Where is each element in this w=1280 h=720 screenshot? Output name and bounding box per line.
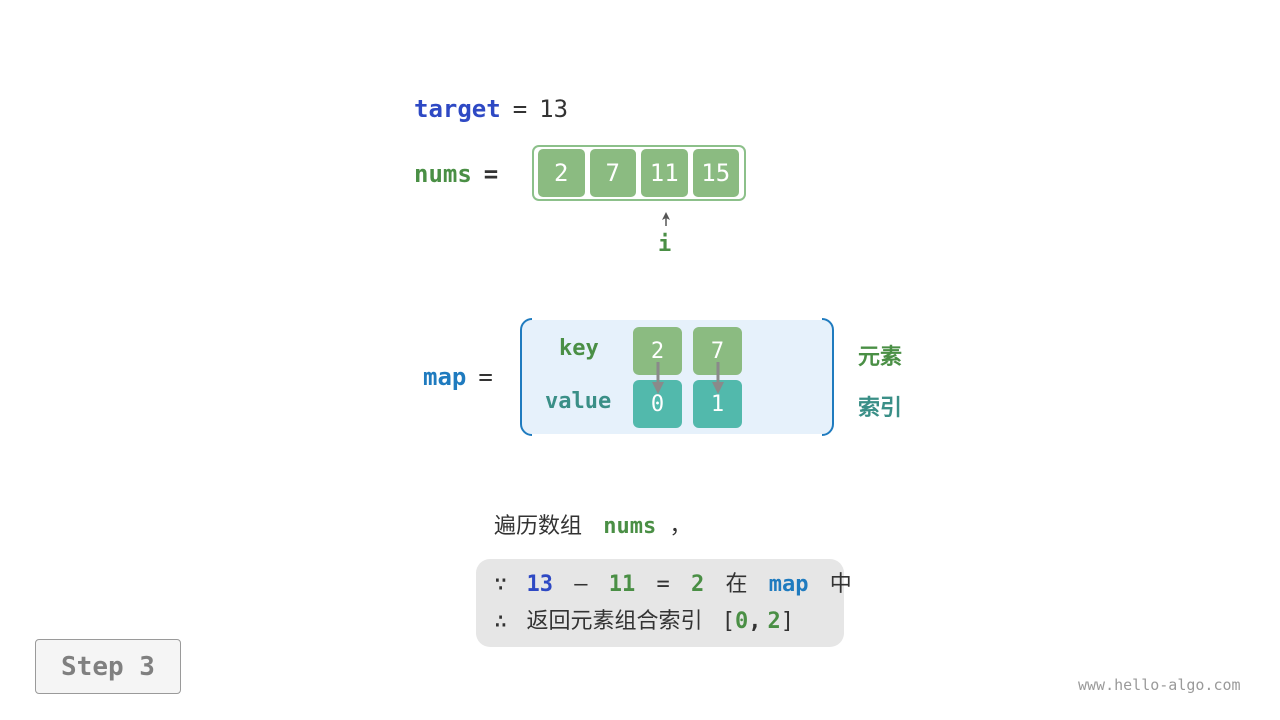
therefore-symbol: ∴ [494,609,508,634]
info-in-text: 在 [725,572,748,597]
map-box-gap-top [532,316,822,320]
equals-symbol: = [656,572,670,597]
array-cell-1: 7 [589,149,636,197]
key-value-arrow-icon [652,362,664,394]
target-name: target [414,95,501,123]
target-expression: target = 13 [414,92,568,126]
info-map-name: map [768,572,809,597]
info-current-value: 11 [608,572,636,597]
pointer-label: i [658,232,672,257]
map-expression: map = [423,362,505,392]
map-equals: = [478,363,493,391]
map-box-gap-bottom [532,434,822,438]
nums-array: 2 7 11 15 [532,145,746,201]
map-name: map [423,363,467,391]
info-line-1: ∵ 13 – 11 = 2 在 map 中 [494,570,852,600]
key-side-label: 元素 [858,345,903,370]
info-return-text: 返回元素组合索引 [526,609,703,634]
array-cell-3: 15 [692,149,739,197]
info-line-2: ∴ 返回元素组合索引 [0,2] [494,607,794,637]
caption-var: nums [603,514,657,539]
caption: 遍历数组 nums ， [494,512,692,542]
array-cell-0: 2 [538,149,585,197]
target-value: 13 [539,95,569,123]
info-index-1: 2 [767,609,781,634]
nums-expression: nums = [414,157,510,191]
step-button[interactable]: Step 3 [35,639,181,694]
because-symbol: ∵ [494,572,508,597]
array-cell-2: 11 [641,149,688,197]
minus-symbol: – [574,572,588,597]
info-mid-text: 中 [829,572,852,597]
open-bracket: [ [721,609,736,634]
info-target-value: 13 [526,572,554,597]
value-side-label: 索引 [858,396,903,421]
result-box [476,559,844,647]
nums-name: nums [414,160,472,188]
comma-symbol: , [748,609,762,634]
close-bracket: ] [780,609,795,634]
info-complement-value: 2 [691,572,705,597]
pointer-arrow-icon [662,212,670,226]
nums-equals: = [483,160,499,188]
value-row-label: value [545,389,612,414]
site-watermark: www.hello-algo.com [1078,676,1241,694]
caption-prefix: 遍历数组 [494,514,583,539]
key-value-arrow-icon [712,362,724,394]
caption-suffix: ， [669,514,692,539]
target-equals: = [512,95,528,123]
map-value-0: 0 [633,380,682,428]
map-box-fill-top [532,320,822,322]
key-row-label: key [559,336,599,361]
info-index-0: 0 [735,609,749,634]
